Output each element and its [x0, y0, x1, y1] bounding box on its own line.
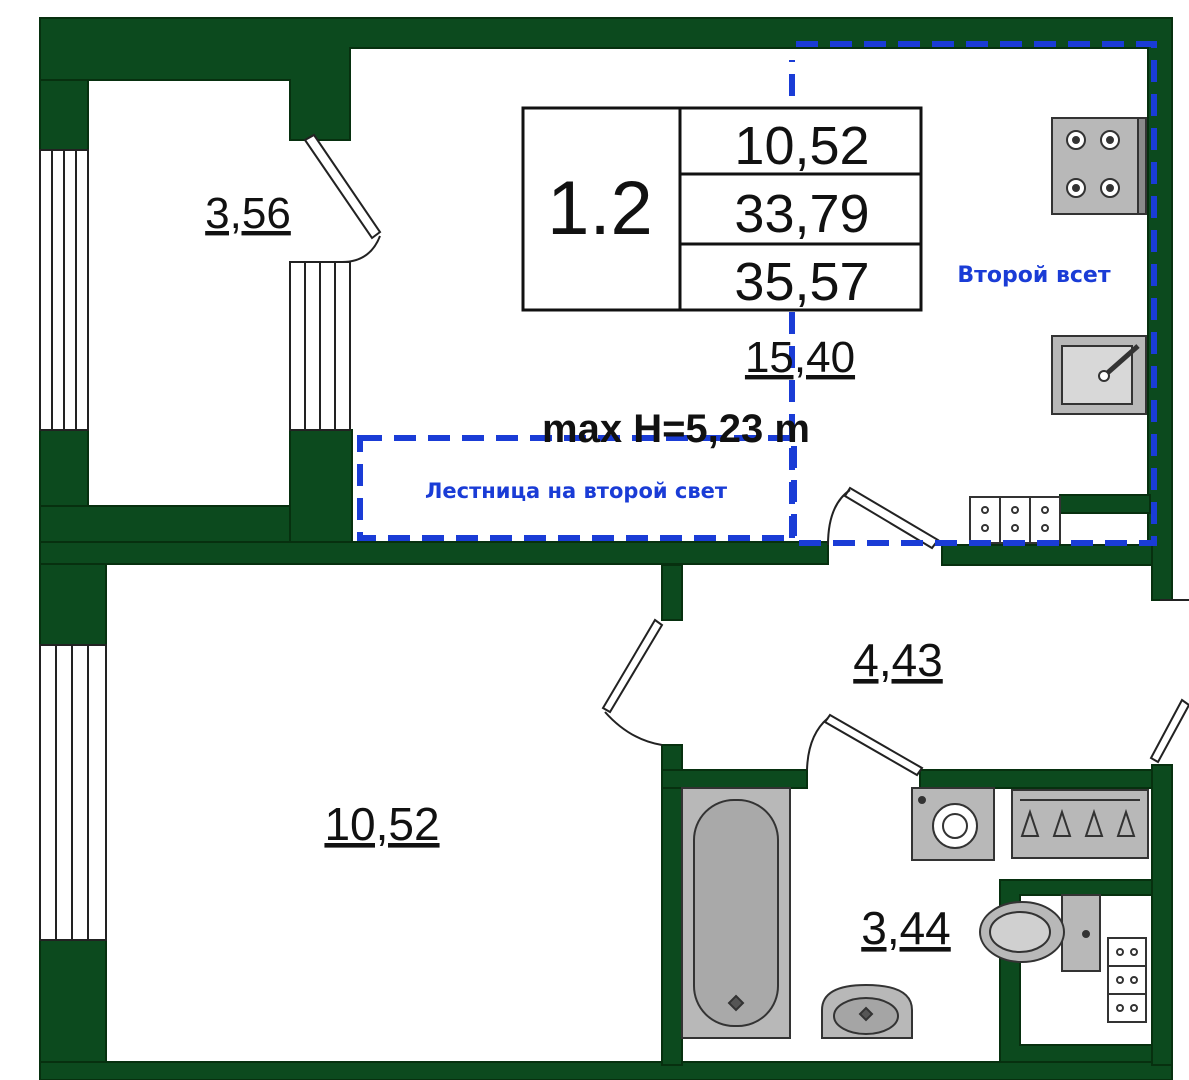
room-area-kitchen-living: 15,40 [745, 333, 855, 382]
wardrobe-hangers-icon [1011, 789, 1149, 859]
windows [39, 149, 351, 941]
window-bedroom [39, 644, 107, 941]
right-wall-lower [1151, 764, 1173, 1066]
apartment-number: 1.2 [547, 166, 653, 251]
kitchen-counter-stub [1059, 494, 1151, 514]
stove-icon [1051, 117, 1147, 215]
zone-label-stair: Лестница на второй свет [425, 479, 728, 503]
door-balcony [303, 133, 382, 263]
stair-zone [357, 435, 797, 541]
zone-label-second-light: Второй всет [957, 263, 1110, 288]
door-bathroom [806, 713, 924, 777]
sink-icon [1051, 335, 1147, 415]
zones [357, 41, 1157, 546]
max-height-label: max H=5,23 m [542, 407, 810, 451]
area-total: 33,79 [734, 184, 869, 244]
area-living: 10,52 [734, 116, 869, 176]
area-total-with-balcony: 35,57 [734, 252, 869, 312]
bedroom-right-wall-lower [661, 744, 683, 1066]
room-area-hall: 4,43 [853, 634, 943, 686]
doors [303, 133, 1189, 777]
room-area-bathroom: 3,44 [861, 902, 951, 954]
balcony-wall-right-bottom [289, 429, 353, 547]
bedroom-right-wall [661, 564, 683, 621]
balcony-wall-left-top [39, 79, 89, 151]
radiator-icon-bathroom [1107, 937, 1147, 1023]
door-bedroom [601, 618, 664, 746]
window-balcony-left [39, 149, 89, 431]
toilet-icon [979, 894, 1101, 972]
walls [39, 17, 1173, 1080]
left-wall-bottom [39, 939, 107, 1066]
second-light-zone [789, 41, 1157, 546]
fixtures [681, 117, 1149, 1039]
bathtub-icon [681, 787, 791, 1039]
middle-wall [39, 541, 829, 565]
bathroom-niche-wall [999, 879, 1153, 1063]
bathroom-top-wall-right [919, 769, 1173, 789]
room-area-balcony: 3,56 [205, 189, 291, 238]
room-area-bedroom: 10,52 [324, 798, 439, 850]
bottom-wall [39, 1061, 1173, 1080]
door-kitchen [827, 486, 940, 550]
radiator-icon [969, 496, 1061, 544]
apartment-info-box [521, 106, 923, 312]
washing-machine-icon [911, 787, 995, 861]
door-entrance [1149, 599, 1189, 764]
bathroom-top-wall [661, 769, 808, 789]
window-balcony-inner [289, 261, 351, 431]
washbasin-icon [821, 983, 913, 1039]
middle-wall-right [941, 544, 1153, 566]
